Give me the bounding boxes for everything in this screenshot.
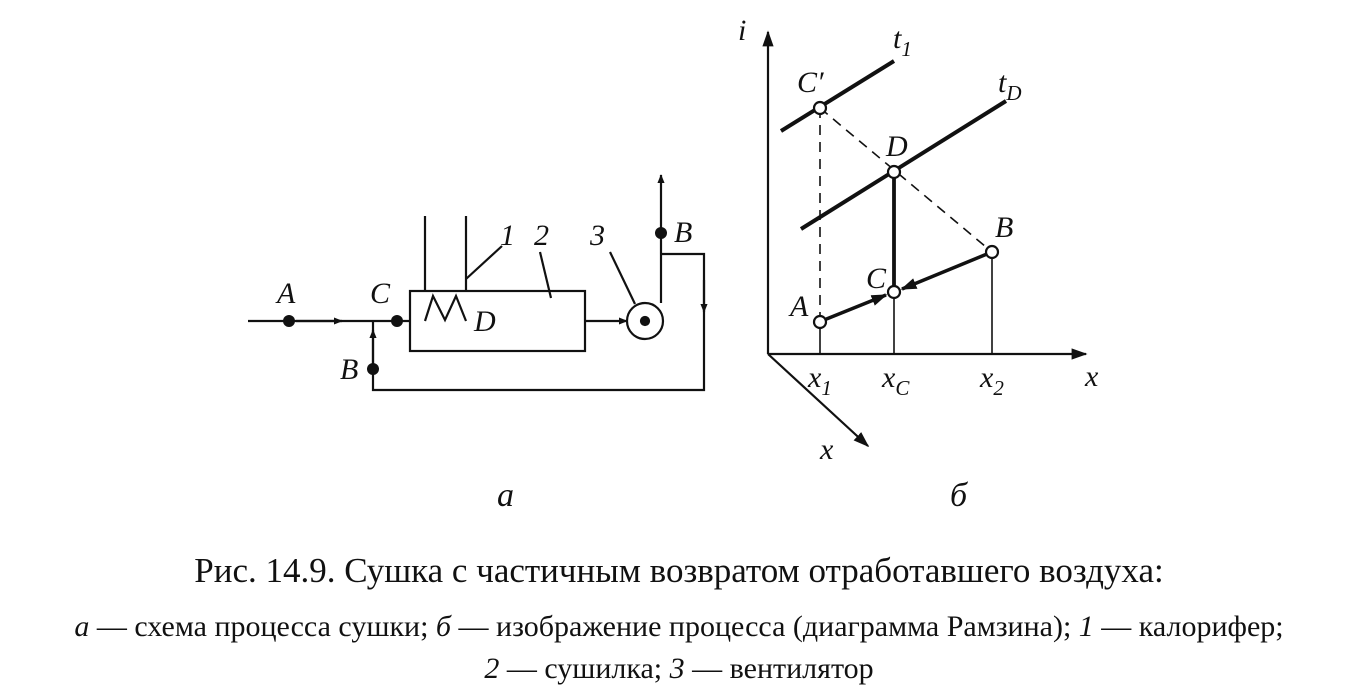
legend-n3-text: — вентилятор bbox=[684, 652, 874, 685]
legend-b-text: — изображение процесса (диаграмма Рамзин… bbox=[451, 610, 1079, 643]
axis-x-oblique bbox=[767, 353, 870, 448]
panel-label-b: б bbox=[950, 477, 969, 514]
dryer-chamber bbox=[408, 289, 587, 353]
legend-n1: 1 bbox=[1078, 610, 1094, 643]
scheme-number-3: 3 bbox=[589, 219, 605, 252]
heater-coil bbox=[423, 293, 468, 323]
ramzin-points bbox=[812, 100, 1000, 330]
legend-b-letter: б bbox=[435, 610, 452, 643]
figure-caption-title: Рис. 14.9. Сушка с частичным возвратом о… bbox=[194, 551, 1164, 590]
dryer-leader bbox=[538, 251, 553, 299]
scheme-label-B-top: B bbox=[674, 216, 692, 249]
legend-n2: 2 bbox=[484, 652, 500, 685]
ramzin-diagram bbox=[762, 30, 1088, 448]
tick-xC: xC bbox=[881, 361, 910, 400]
legend-a-text: — схема процесса сушки; bbox=[89, 610, 436, 643]
label-C: C bbox=[866, 262, 887, 295]
dashed-Cprime-B bbox=[819, 107, 993, 253]
label-D: D bbox=[885, 130, 908, 163]
scheme-label-A: A bbox=[275, 277, 296, 310]
figure-caption-legend: а — схема процесса сушки; б — изображени… bbox=[0, 606, 1358, 690]
point-B bbox=[984, 244, 1000, 260]
isotherm-label-t1: t1 bbox=[893, 22, 912, 61]
legend-a-letter: а bbox=[74, 610, 90, 643]
ramzin-labels: i x x t1 tD C′ D B C A x1 xC x2 б bbox=[738, 14, 1099, 514]
label-C-prime: C′ bbox=[797, 66, 824, 99]
axis-label-x: x bbox=[1084, 360, 1099, 393]
tick-x2: x2 bbox=[979, 361, 1004, 400]
fan-leader bbox=[609, 251, 636, 305]
mixing-arrow-B-C bbox=[900, 252, 988, 291]
panel-label-a: а bbox=[497, 477, 514, 514]
point-A bbox=[812, 314, 828, 330]
point-C bbox=[886, 284, 902, 300]
mixing-arrow-A-C bbox=[823, 293, 888, 322]
isotherm-t1 bbox=[779, 59, 896, 133]
tick-x1: x1 bbox=[807, 361, 832, 400]
point-B-top-dot bbox=[655, 227, 667, 239]
point-B-bottom-dot bbox=[367, 363, 379, 375]
scheme-number-2: 2 bbox=[534, 219, 549, 252]
legend-n3: 3 bbox=[669, 652, 685, 685]
fan bbox=[625, 301, 665, 341]
legend-n1-text: — калорифер; bbox=[1093, 610, 1284, 643]
scheme-points bbox=[283, 227, 667, 375]
scheme-panel bbox=[248, 174, 708, 392]
isotherm-tD bbox=[799, 99, 1008, 231]
point-C-dot bbox=[391, 315, 403, 327]
legend-n2-text: — сушилка; bbox=[499, 652, 670, 685]
axis-label-i: i bbox=[738, 14, 746, 47]
return-pipe bbox=[371, 252, 706, 392]
point-A-dot bbox=[283, 315, 295, 327]
axis-label-x-oblique: x bbox=[819, 433, 834, 466]
point-D bbox=[886, 164, 902, 180]
point-C-prime bbox=[812, 100, 828, 116]
isotherm-label-tD: tD bbox=[998, 66, 1022, 105]
scheme-labels: A C B D B 1 2 3 а bbox=[275, 216, 692, 514]
label-B: B bbox=[995, 211, 1013, 244]
fan-hub bbox=[639, 315, 651, 327]
scheme-label-C: C bbox=[370, 277, 391, 310]
label-A: A bbox=[788, 290, 809, 323]
heater-leader bbox=[465, 245, 503, 280]
scheme-label-D: D bbox=[473, 305, 496, 338]
scheme-number-1: 1 bbox=[500, 219, 515, 252]
scheme-label-B-bottom: B bbox=[340, 353, 358, 386]
